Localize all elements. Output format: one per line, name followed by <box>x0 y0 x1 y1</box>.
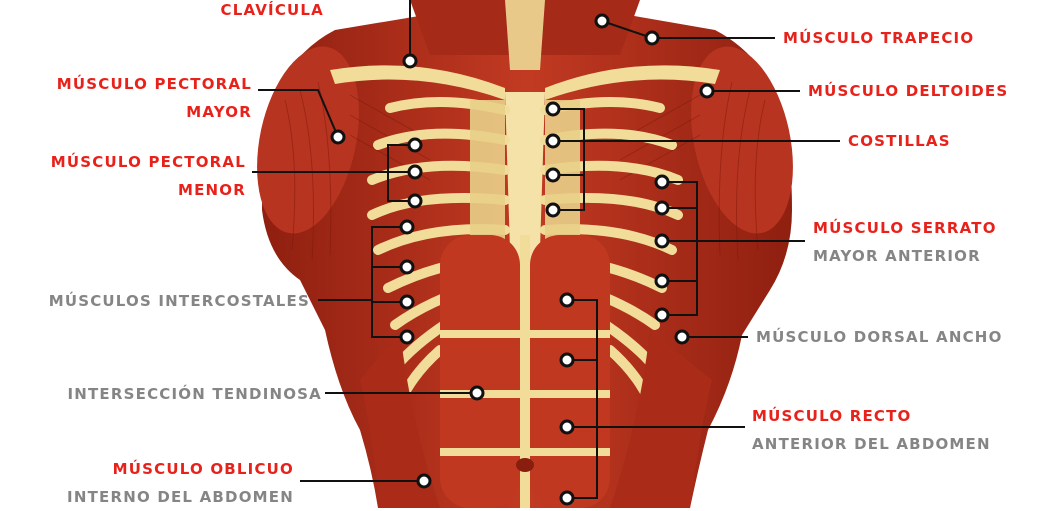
label-pectoral-menor-line1: MÚSCULO PECTORAL <box>51 148 246 176</box>
label-costillas: COSTILLAS <box>848 127 951 155</box>
label-serrato-line2: MAYOR ANTERIOR <box>813 242 997 270</box>
label-trapecio: MÚSCULO TRAPECIO <box>783 24 974 52</box>
rectus-abdominis <box>440 235 610 508</box>
label-serrato-line1: MÚSCULO SERRATO <box>813 214 997 242</box>
label-clavicula: CLAVÍCULA <box>220 0 324 24</box>
label-pectoral-mayor-line1: MÚSCULO PECTORAL <box>57 70 252 98</box>
label-recto-line2: ANTERIOR DEL ABDOMEN <box>752 430 991 458</box>
label-intercostales: MÚSCULOS INTERCOSTALES <box>49 287 310 315</box>
trachea <box>505 0 545 70</box>
label-dorsal: MÚSCULO DORSAL ANCHO <box>756 323 1003 351</box>
label-oblicuo: MÚSCULO OBLICUO INTERNO DEL ABDOMEN <box>67 455 294 511</box>
label-oblicuo-line1: MÚSCULO OBLICUO <box>67 455 294 483</box>
label-pectoral-menor: MÚSCULO PECTORAL MENOR <box>51 148 246 204</box>
label-pectoral-mayor-line2: MAYOR <box>57 98 252 126</box>
label-recto-line1: MÚSCULO RECTO <box>752 402 991 430</box>
label-oblicuo-line2: INTERNO DEL ABDOMEN <box>67 483 294 511</box>
label-pectoral-mayor: MÚSCULO PECTORAL MAYOR <box>57 70 252 126</box>
label-serrato: MÚSCULO SERRATO MAYOR ANTERIOR <box>813 214 997 270</box>
label-recto: MÚSCULO RECTO ANTERIOR DEL ABDOMEN <box>752 402 991 458</box>
label-interseccion: INTERSECCIÓN TENDINOSA <box>67 380 322 408</box>
label-pectoral-menor-line2: MENOR <box>51 176 246 204</box>
label-deltoides: MÚSCULO DELTOIDES <box>808 77 1008 105</box>
